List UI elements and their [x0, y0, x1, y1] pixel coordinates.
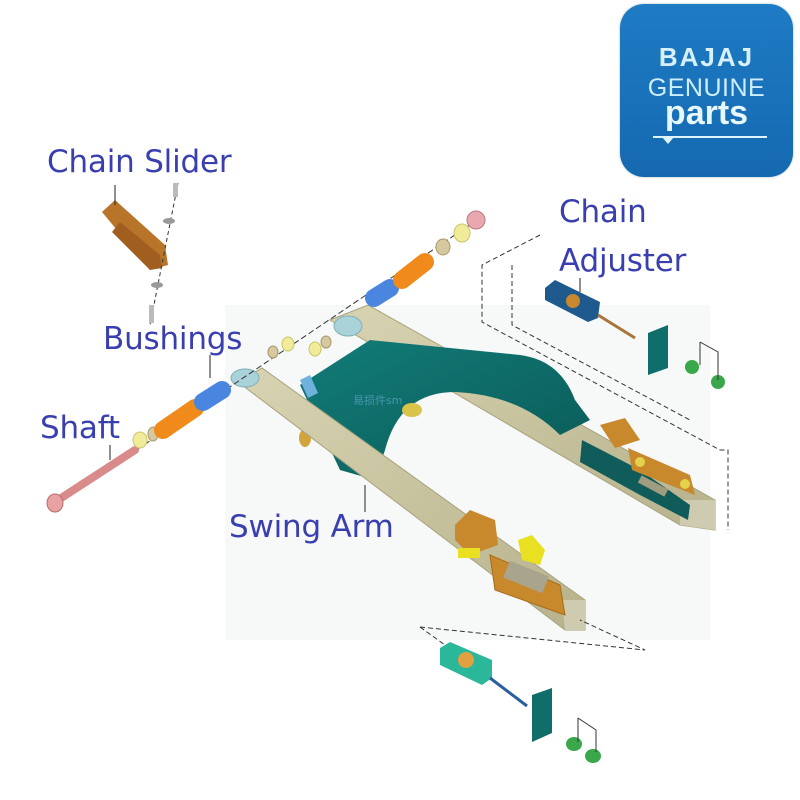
bolt-head	[402, 403, 422, 417]
logo-parts: parts	[664, 94, 749, 132]
bushing-orange-right	[393, 253, 434, 289]
watermark-text: 易损件sm	[353, 394, 403, 407]
bushing-blue-left	[194, 381, 231, 411]
logo-genuine: GENUINE	[647, 74, 766, 102]
bajaj-genuine-parts-logo: BAJAJ GENUINE parts	[620, 4, 793, 177]
label-chain-slider: Chain Slider	[47, 144, 232, 180]
chain-slider-part	[102, 182, 179, 326]
washer	[453, 223, 471, 243]
washer	[281, 336, 295, 352]
blue-clip	[300, 375, 318, 398]
lower-adjuster-bracket	[455, 510, 566, 616]
shaft-part	[46, 446, 139, 513]
pivot-cap	[466, 210, 486, 230]
washer	[132, 431, 148, 449]
bushing-orange-left	[154, 399, 204, 439]
upper-adjuster-housing	[580, 418, 695, 520]
washer	[435, 238, 451, 256]
logo-brand: BAJAJ	[658, 42, 755, 72]
label-chain-adjuster-line2: Adjuster	[559, 243, 687, 279]
washer	[320, 335, 332, 349]
label-chain-adjuster-line1: Chain	[559, 194, 647, 230]
logo-arrow-icon	[662, 137, 674, 144]
bushing-blue-right	[365, 279, 399, 307]
label-shaft: Shaft	[40, 410, 120, 446]
label-swing-arm: Swing Arm	[229, 509, 394, 545]
chain-adjuster-lower	[419, 619, 646, 763]
pivot-sleeve-upper	[333, 315, 363, 337]
washer	[267, 345, 279, 359]
logo-underline	[653, 136, 767, 138]
label-bushings: Bushings	[103, 321, 243, 357]
washer	[308, 341, 322, 357]
chain-adjuster-upper	[481, 234, 729, 530]
